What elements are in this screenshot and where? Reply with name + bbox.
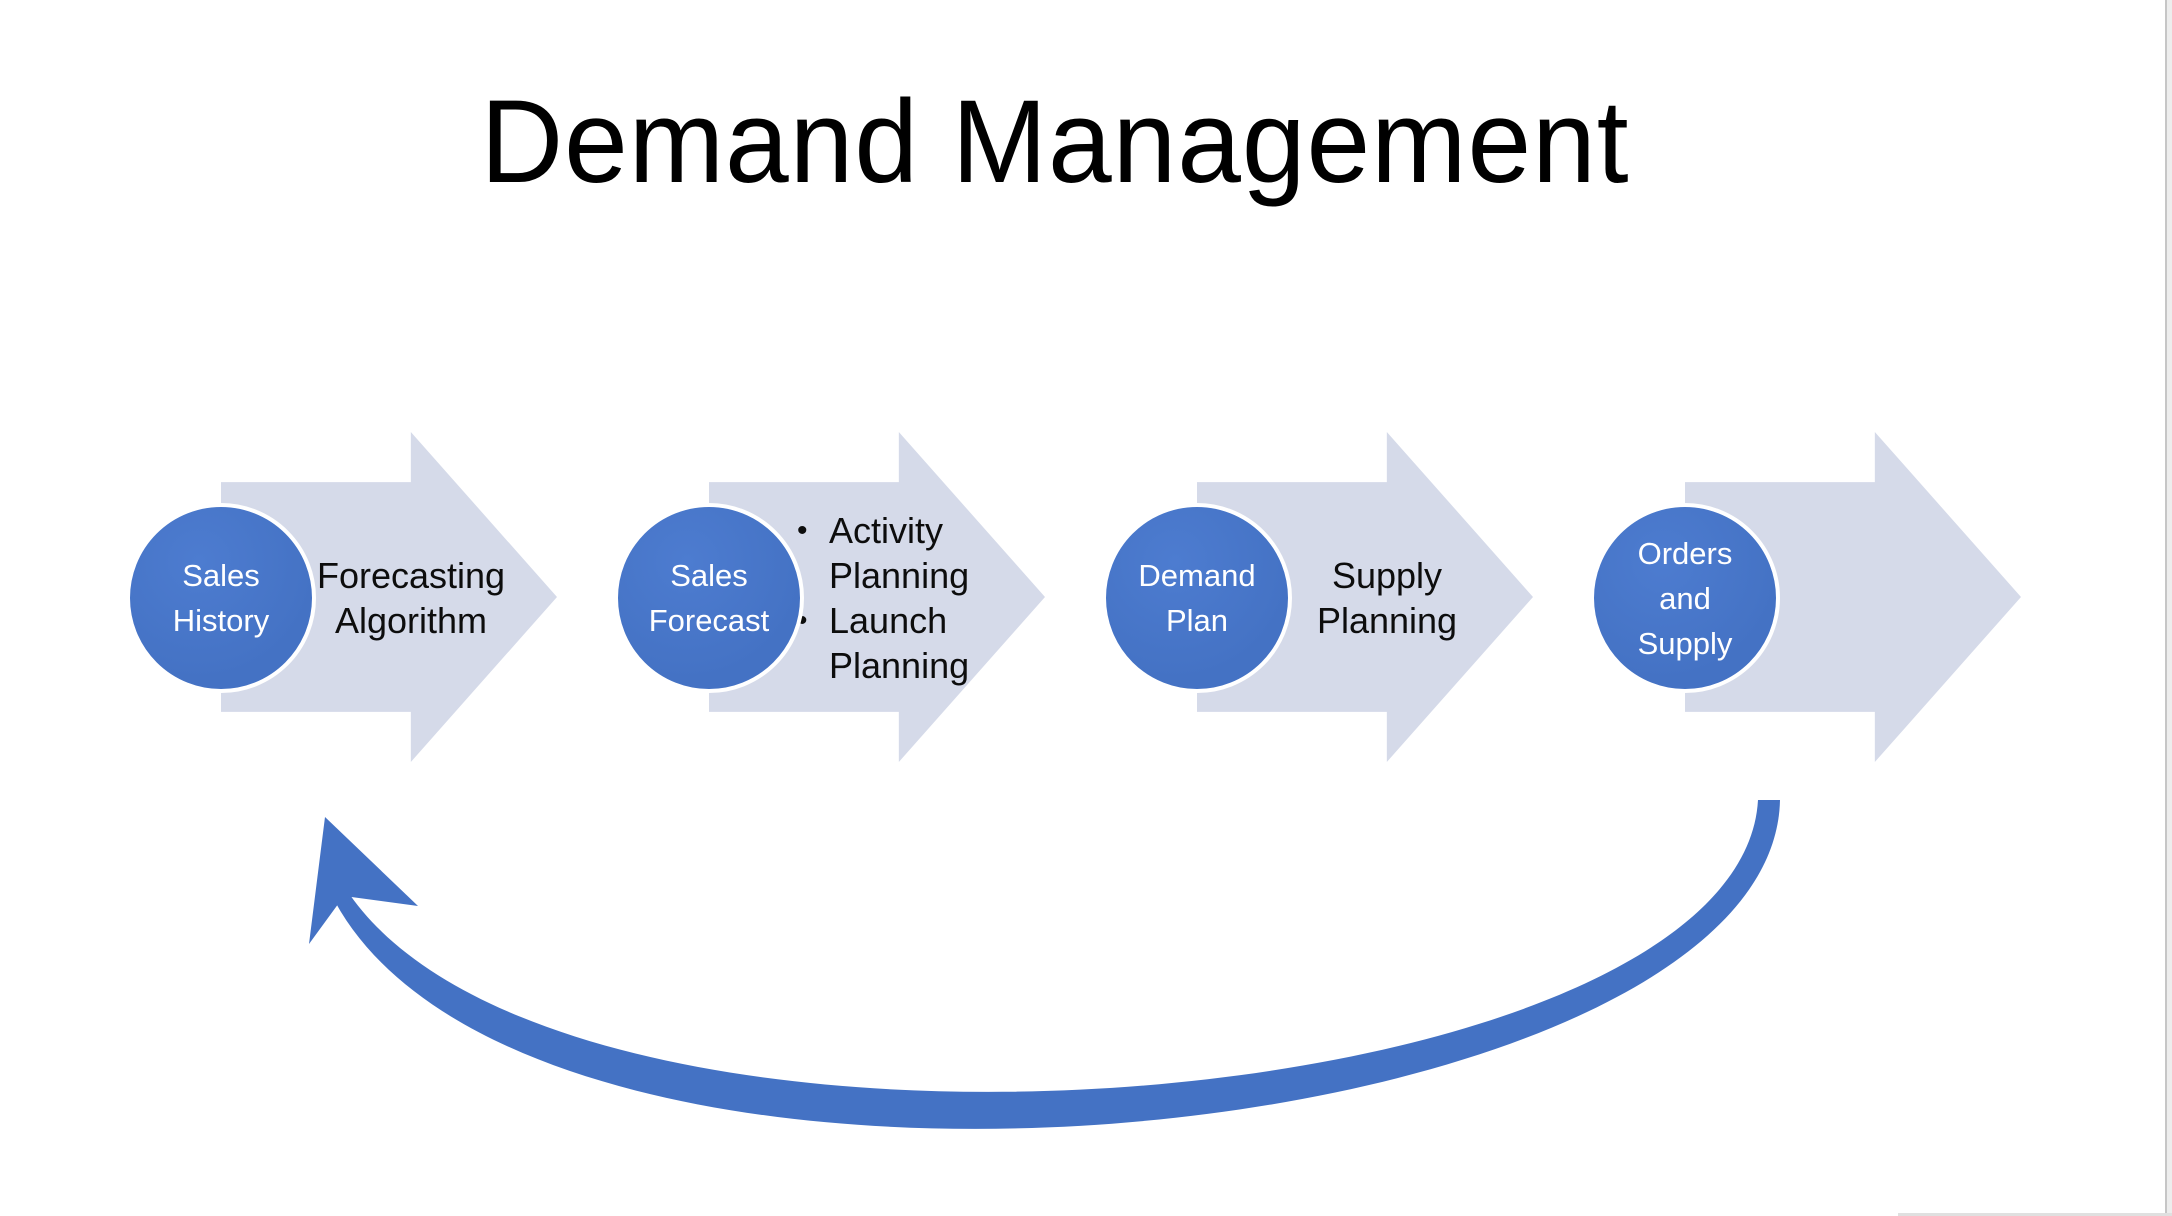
feedback-arrow-body [330,800,1780,1129]
step-sales-history[interactable]: Forecasting Algorithm Sales History [126,432,561,764]
step-circle-label: Sales History [172,558,270,638]
step-circle[interactable]: Orders and Supply [1590,503,1780,693]
feedback-arrow-head [309,817,418,944]
step-arrow-label: Forecasting Algorithm [316,555,506,641]
bullet-list: • Activity Planning • Launch Planning [797,508,1017,688]
step-demand-plan[interactable]: Supply Planning Demand Plan [1102,432,1537,764]
slide-title: Demand Management [480,76,1630,208]
step-arrow-label: Supply Planning [1316,555,1458,641]
step-circle[interactable]: Sales Forecast [614,503,804,693]
step-circle[interactable]: Demand Plan [1102,503,1292,693]
slide-bottom-edge [1898,1213,2172,1216]
step-orders-and-supply[interactable]: Orders and Supply [1590,432,2025,764]
slide-right-edge [2165,0,2172,1216]
bullet-marker: • [797,514,808,547]
step-circle-label: Orders and Supply [1637,535,1733,661]
step-circle-label: Demand Plan [1138,558,1256,638]
step-sales-forecast[interactable]: • Activity Planning • Launch Planning Sa… [614,432,1049,764]
bullet-item: • Activity Planning [797,508,1017,598]
bullet-item: • Launch Planning [797,598,1017,688]
bullet-marker: • [797,604,808,637]
bullet-text: Activity Planning [829,510,970,596]
step-circle[interactable]: Sales History [126,503,316,693]
step-circle-label: Sales Forecast [648,558,770,638]
bullet-text: Launch Planning [829,600,970,686]
